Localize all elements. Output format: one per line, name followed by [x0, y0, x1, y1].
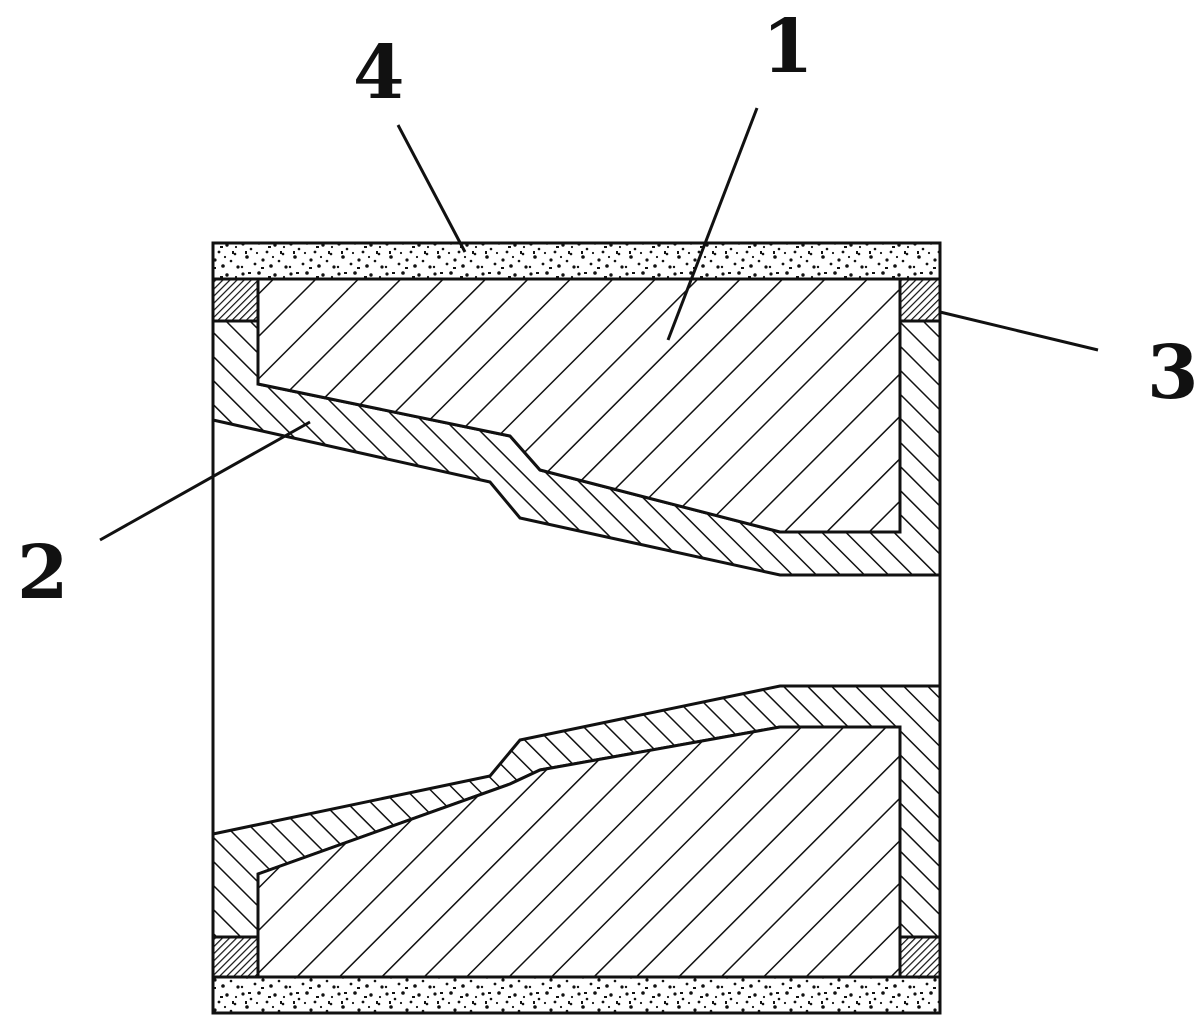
leader-line-4 [396, 124, 467, 253]
body-bottom [256, 725, 902, 979]
callout-3: 3 [1147, 330, 1199, 416]
end-block-bottom-right [898, 935, 942, 979]
outer-layer-top [211, 241, 942, 281]
leader-line-1 [666, 107, 759, 341]
outer-layer-bottom [211, 975, 942, 1015]
callout-1: 1 [762, 4, 814, 90]
leader-line-3 [939, 310, 1099, 352]
end-block-top-right [898, 277, 942, 323]
end-block-bottom-left [211, 935, 260, 979]
leader-line-2 [99, 420, 311, 542]
end-block-top-left [211, 277, 260, 323]
callout-4: 4 [353, 30, 405, 116]
body-top [256, 277, 902, 534]
callout-2: 2 [17, 530, 69, 616]
